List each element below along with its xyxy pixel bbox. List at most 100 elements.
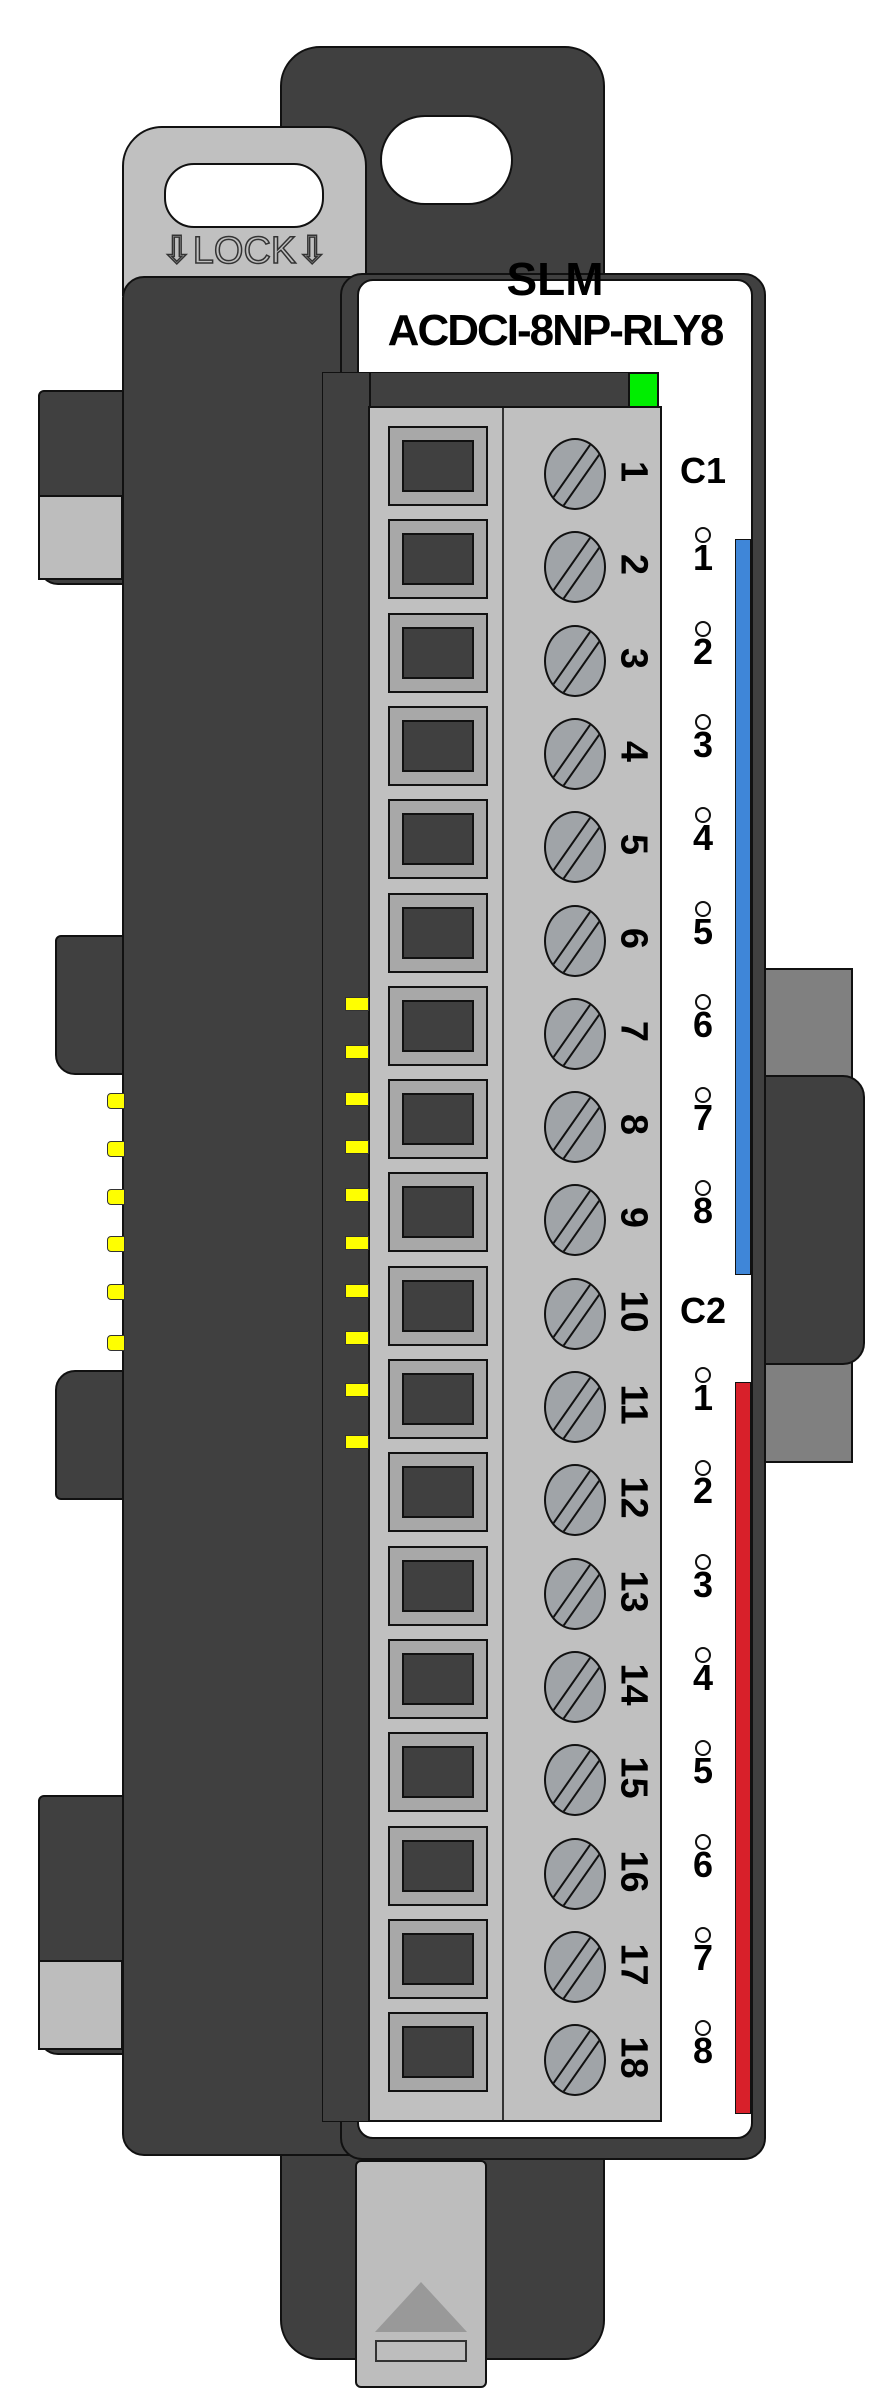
terminal-10[interactable]: 10 [368, 1260, 662, 1353]
wire-entry-slot[interactable] [388, 519, 488, 600]
channel-indicator-icon [695, 1087, 711, 1104]
channel-text: 4 [692, 1656, 714, 1698]
channel-label: 6 [668, 993, 738, 1046]
screw-icon[interactable] [544, 1184, 606, 1257]
channel-label: 2 [668, 620, 738, 673]
screw-icon[interactable] [544, 1091, 606, 1164]
screw-icon[interactable] [544, 1557, 606, 1630]
terminal-4[interactable]: 4 [368, 700, 662, 793]
channel-label: 8 [668, 1180, 738, 1232]
screw-icon[interactable] [544, 1930, 606, 2003]
wire-entry-slot[interactable] [388, 2012, 488, 2093]
channel-text: 6 [692, 1843, 714, 1885]
wire-entry-opening [402, 906, 474, 959]
wire-entry-slot[interactable] [388, 1172, 488, 1253]
model-label: ACDCI-8NP-RLY8 [387, 306, 725, 355]
block-header [370, 372, 632, 410]
screw-icon[interactable] [544, 997, 606, 1070]
wire-entry-opening [402, 719, 474, 772]
wire-entry-slot[interactable] [388, 985, 488, 1066]
terminal-18[interactable]: 18 [368, 2006, 662, 2099]
terminal-14[interactable]: 14 [368, 1633, 662, 1726]
connector-pin [107, 1335, 125, 1351]
channel-text: 2 [692, 1470, 714, 1512]
terminal-17[interactable]: 17 [368, 1913, 662, 2006]
screw-icon[interactable] [544, 1277, 606, 1350]
channel-text: 3 [692, 1563, 714, 1605]
wire-entry-opening [402, 1652, 474, 1705]
terminal-9[interactable]: 9 [368, 1166, 662, 1259]
wire-entry-slot[interactable] [388, 1825, 488, 1906]
arrow-down-icon: ⇩ [160, 229, 193, 273]
signal-led [345, 1284, 369, 1298]
wire-entry-slot[interactable] [388, 612, 488, 693]
terminal-12[interactable]: 12 [368, 1446, 662, 1539]
screw-icon[interactable] [544, 904, 606, 977]
screw-icon[interactable] [544, 717, 606, 790]
terminal-7[interactable]: 7 [368, 980, 662, 1073]
screw-icon[interactable] [544, 2024, 606, 2097]
channel-label: 4 [668, 807, 738, 859]
lock-latch[interactable]: ⇩LOCK⇩ [122, 126, 367, 296]
wire-entry-slot[interactable] [388, 1545, 488, 1626]
terminal-number: 5 [612, 834, 655, 856]
screw-icon[interactable] [544, 1371, 606, 1443]
channel-text: 1 [692, 537, 714, 579]
group1-bar [735, 539, 751, 1275]
wire-entry-slot[interactable] [388, 426, 488, 506]
wire-entry-slot[interactable] [388, 1638, 488, 1719]
connector-pin [107, 1189, 125, 1205]
wire-entry-opening [402, 1466, 474, 1519]
terminal-16[interactable]: 16 [368, 1820, 662, 1913]
terminal-number: 1 [612, 460, 655, 483]
channel-indicator-icon [695, 527, 711, 544]
wire-entry-slot[interactable] [388, 1359, 488, 1439]
wire-entry-opening [402, 1186, 474, 1239]
bottom-release-slider[interactable] [355, 2160, 487, 2388]
channel-label: 6 [668, 1833, 738, 1886]
screw-icon[interactable] [544, 531, 606, 604]
wire-entry-slot[interactable] [388, 1079, 488, 1160]
left-tab [55, 935, 125, 1075]
wire-entry-slot[interactable] [388, 1732, 488, 1813]
terminal-divider [502, 408, 504, 2120]
screw-icon[interactable] [544, 624, 606, 697]
screw-icon[interactable] [544, 1464, 606, 1537]
terminal-number: 17 [612, 1943, 655, 1986]
wire-entry-slot[interactable] [388, 892, 488, 973]
screw-icon[interactable] [544, 1744, 606, 1817]
signal-led [345, 997, 369, 1011]
terminal-8[interactable]: 8 [368, 1073, 662, 1166]
group2-bar [735, 1382, 751, 2114]
terminal-3[interactable]: 3 [368, 607, 662, 700]
wire-entry-slot[interactable] [388, 705, 488, 786]
terminal-13[interactable]: 13 [368, 1540, 662, 1633]
terminal-5[interactable]: 5 [368, 793, 662, 886]
terminal-number: 4 [612, 740, 655, 762]
channel-label: 5 [668, 1740, 738, 1792]
terminal-11[interactable]: 11 [368, 1353, 662, 1446]
wire-entry-slot[interactable] [388, 1918, 488, 1999]
connector-pin [107, 1141, 125, 1157]
terminal-2[interactable]: 2 [368, 513, 662, 606]
wire-entry-opening [402, 1839, 474, 1892]
wire-entry-slot[interactable] [388, 1265, 488, 1346]
terminal-number: 15 [612, 1756, 655, 1799]
channel-text: 5 [692, 910, 714, 952]
screw-icon[interactable] [544, 438, 606, 510]
terminal-number: 18 [612, 2036, 655, 2079]
terminal-15[interactable]: 15 [368, 1726, 662, 1819]
terminal-1[interactable]: 1 [368, 420, 662, 513]
channel-text: 1 [692, 1377, 714, 1418]
terminal-6[interactable]: 6 [368, 887, 662, 980]
screw-icon[interactable] [544, 1650, 606, 1723]
common-label: C1 [668, 450, 738, 492]
channel-indicator-icon [695, 807, 711, 824]
wire-entry-slot[interactable] [388, 799, 488, 880]
screw-icon[interactable] [544, 811, 606, 884]
channel-indicator-icon [695, 1646, 711, 1663]
wire-entry-slot[interactable] [388, 1452, 488, 1533]
arrow-down-icon: ⇩ [295, 229, 329, 273]
screw-icon[interactable] [544, 1837, 606, 1910]
channel-label: 7 [668, 1087, 738, 1139]
